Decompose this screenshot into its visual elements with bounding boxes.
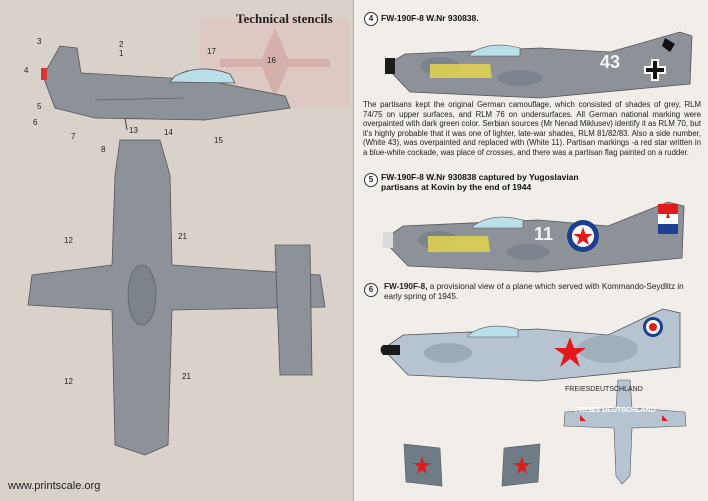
profile-title-bold: FW-190F-8, [384,282,428,291]
callout-label: 12 [64,377,73,386]
callout-label: 5 [37,102,42,111]
wing-inscription: FREIES DEUTSCHLAND [575,407,656,414]
profile-number-badge: 4 [364,12,378,26]
website-footer: www.printscale.org [8,480,101,492]
description-paragraph: The partisans kept the original German c… [363,100,701,157]
profile-title-line: partisans at Kovin by the end of 1944 [381,182,532,192]
wing-panel-left [403,443,443,487]
profile-title: FW-190F-8 W.Nr 930838 captured by Yugosl… [381,172,579,192]
callout-label: 21 [182,372,191,381]
wing-panel-right [501,443,541,487]
callout-label: 15 [214,136,223,145]
side-profile-plane [41,45,291,131]
profile-title: FW-190F-8, a provisional view of a plane… [384,282,700,302]
wing-inscription: FREIESDEUTSCHLAND [565,386,643,393]
profile-number-badge: 5 [364,173,378,187]
page-title: Technical stencils [236,11,333,26]
top-view-plane [27,139,326,456]
callout-label: 2 [119,40,124,49]
callout-label: 4 [24,66,29,75]
profile-number-badge: 6 [364,283,378,297]
left-page: Technical stencils 1 2 3 4 5 6 7 8 13 14… [0,0,354,501]
side-number: 43 [600,52,621,72]
profile-6-plane [380,308,681,382]
callout-label: 21 [178,232,187,241]
side-number: 11 [534,224,554,244]
callout-label: 14 [164,128,173,137]
profile-title: FW-190F-8 W.Nr 930838. [381,13,479,23]
profile-6-top-view [563,379,687,485]
callout-label: 1 [119,49,124,58]
callout-label: 17 [207,47,216,56]
profile-5-plane [382,201,685,273]
callout-label: 8 [101,145,106,154]
callout-label: 7 [71,132,76,141]
callout-label: 13 [129,126,138,135]
profile-4-plane [384,31,693,99]
callout-label: 3 [37,37,42,46]
callout-label: 6 [33,118,38,127]
callout-label: 12 [64,236,73,245]
callout-label: 16 [267,56,276,65]
profile-title-rest: a provisional view of a plane which serv… [384,282,684,301]
profile-title-line: FW-190F-8 W.Nr 930838 captured by Yugosl… [381,172,579,182]
